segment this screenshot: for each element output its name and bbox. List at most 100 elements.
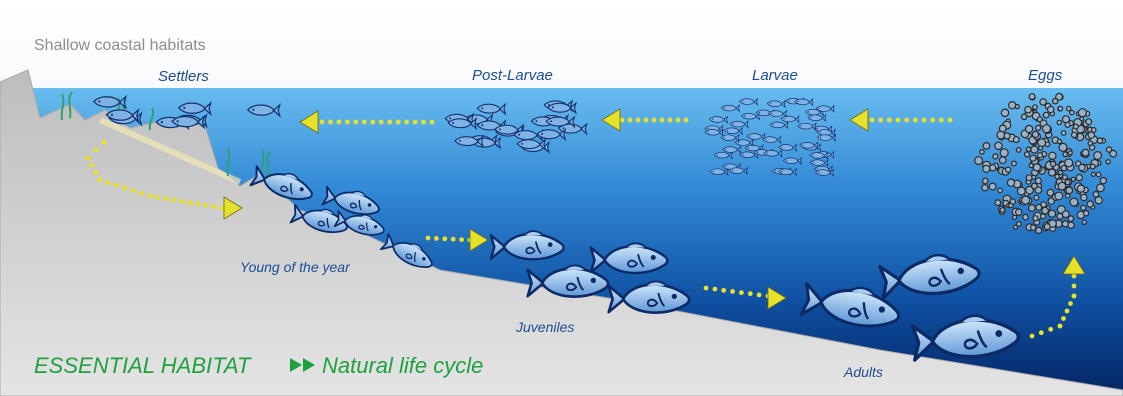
egg (999, 207, 1006, 214)
egg (1034, 124, 1042, 132)
arrow-dot (1029, 333, 1035, 339)
arrow-dot (219, 205, 225, 211)
arrow-dot (387, 119, 393, 125)
egg (1070, 131, 1078, 139)
arrow-dot (886, 117, 892, 123)
egg (1090, 171, 1096, 177)
egg (974, 156, 984, 166)
egg (1090, 126, 1097, 133)
egg (994, 141, 1003, 151)
egg (1025, 146, 1032, 153)
egg (1047, 209, 1057, 218)
egg (1067, 215, 1075, 222)
arrow-dot (434, 236, 439, 241)
legend-natural-life-cycle: Natural life cycle (322, 353, 483, 378)
dotted-arrow-icon (299, 110, 319, 134)
egg (1032, 215, 1039, 222)
arrow-dot (747, 291, 753, 297)
arrow-dot (429, 119, 435, 125)
egg (994, 199, 1002, 207)
egg (1012, 224, 1019, 230)
egg (1032, 163, 1042, 172)
egg (1014, 103, 1020, 110)
egg (1069, 197, 1079, 207)
arrow-dot (1071, 283, 1077, 289)
egg (1085, 118, 1093, 126)
egg (998, 124, 1007, 133)
arrow-dot (336, 119, 342, 125)
cycle-arrows (85, 108, 1086, 339)
egg (1048, 151, 1057, 160)
seafloor (0, 69, 1123, 396)
egg (1056, 119, 1063, 126)
arrow-dot (211, 204, 217, 210)
label-eggs: Eggs (1028, 67, 1063, 84)
arrow-dot (1057, 323, 1063, 329)
arrow-dot (643, 117, 649, 123)
egg (1015, 146, 1022, 153)
egg (1008, 100, 1017, 110)
arrow-dot (1048, 326, 1054, 332)
egg (1061, 220, 1069, 228)
arrow-dot (912, 117, 918, 123)
arrow-dot (195, 201, 201, 207)
egg (1016, 186, 1026, 196)
egg (1057, 181, 1067, 191)
egg (1056, 138, 1063, 145)
egg (1064, 158, 1074, 168)
label-young: Young of the year (240, 259, 351, 275)
egg (1088, 144, 1096, 151)
egg (1064, 121, 1071, 128)
egg (1058, 142, 1068, 152)
egg (1049, 160, 1057, 168)
egg (1069, 109, 1075, 116)
arrow-dot (627, 117, 633, 123)
arrow-dot (147, 193, 153, 199)
legend-essential-habitat: ESSENTIAL HABITAT (34, 353, 252, 378)
arrow-dot (450, 236, 456, 242)
egg (1065, 186, 1074, 195)
arrow-dot (105, 180, 111, 186)
arrow-dot (921, 117, 927, 123)
egg (1006, 178, 1016, 187)
egg (1081, 148, 1090, 157)
egg (1043, 223, 1051, 231)
arrow-dot (179, 198, 185, 204)
egg (1031, 130, 1040, 139)
label-settlers: Settlers (158, 68, 209, 85)
egg (1075, 173, 1084, 182)
dotted-arrow-icon (767, 286, 787, 310)
sand-strip (98, 117, 242, 185)
egg (1105, 146, 1113, 153)
egg (1095, 183, 1105, 193)
arrow-dot (203, 202, 209, 208)
arrow-dot (1064, 308, 1070, 314)
egg (1093, 151, 1103, 161)
arrow-dot (895, 117, 901, 123)
egg (1028, 93, 1036, 101)
egg (1046, 105, 1055, 114)
egg (1025, 185, 1034, 195)
egg (1057, 105, 1064, 112)
arrow-dot (93, 147, 99, 153)
arrow-dot (404, 119, 409, 125)
arrow-dot (1061, 316, 1066, 321)
arrow-dot (712, 286, 718, 292)
egg (1020, 113, 1028, 121)
arrow-dot (619, 117, 625, 123)
egg (1067, 150, 1073, 156)
egg (1039, 213, 1046, 220)
egg (997, 187, 1003, 194)
arrow-dot (442, 236, 448, 242)
egg (1004, 166, 1012, 173)
egg (1082, 209, 1090, 217)
arrow-dot (675, 117, 681, 123)
egg (1057, 169, 1064, 176)
arrow-dot (938, 117, 944, 123)
egg (1029, 224, 1037, 231)
egg (1072, 123, 1079, 130)
egg (1015, 208, 1023, 216)
egg (981, 184, 989, 192)
egg (1010, 160, 1017, 167)
arrow-dot (878, 117, 884, 123)
